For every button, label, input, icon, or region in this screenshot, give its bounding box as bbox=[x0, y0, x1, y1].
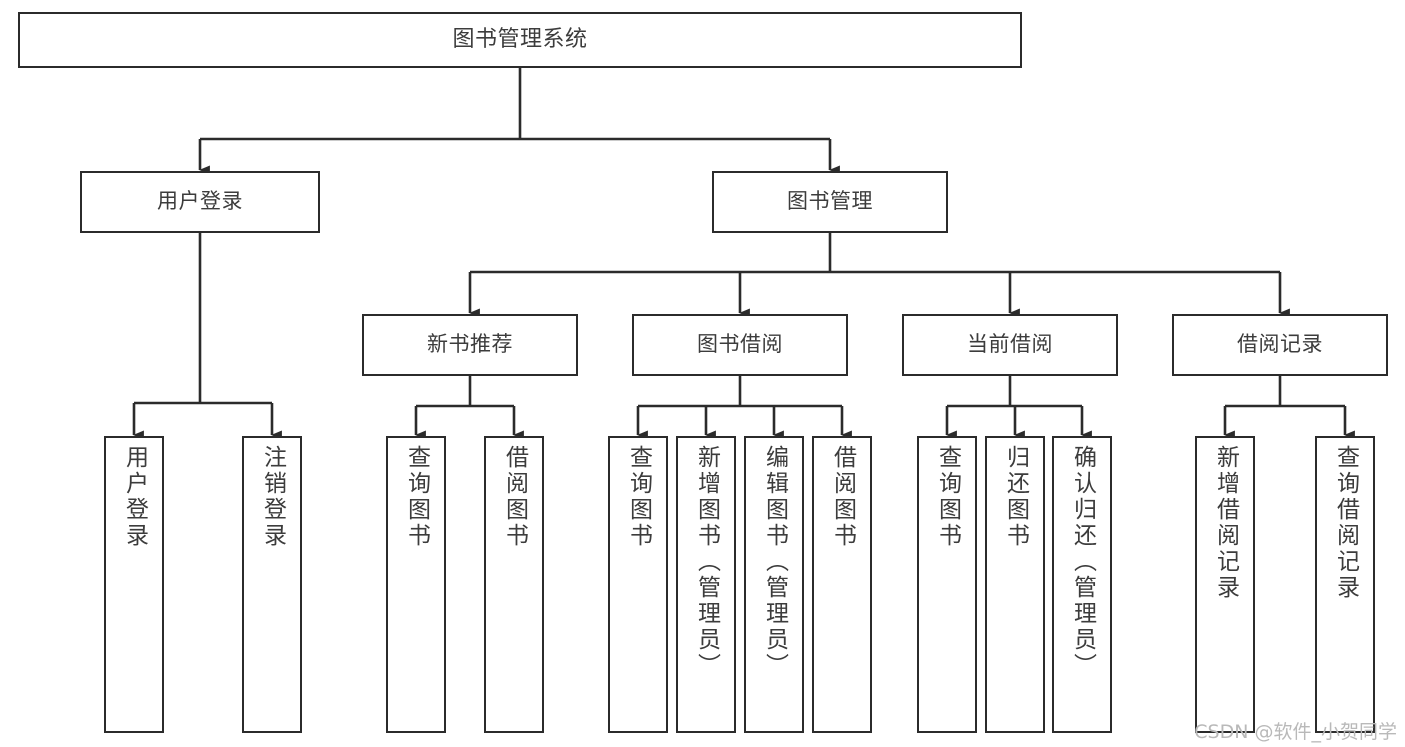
node-leaf-return-book[interactable]: 归还图书 bbox=[985, 436, 1045, 733]
node-book-manage[interactable]: 图书管理 bbox=[712, 171, 948, 233]
node-new-book-recommend[interactable]: 新书推荐 bbox=[362, 314, 578, 376]
node-label-leaf-query-book-3: 查询图书 bbox=[934, 445, 961, 549]
node-label-new-book-recommend: 新书推荐 bbox=[427, 332, 513, 357]
node-user-login[interactable]: 用户登录 bbox=[80, 171, 320, 233]
node-label-leaf-query-book-2: 查询图书 bbox=[625, 445, 652, 549]
node-label-leaf-logout: 注销登录 bbox=[259, 445, 286, 549]
node-leaf-query-book-3[interactable]: 查询图书 bbox=[917, 436, 977, 733]
node-leaf-query-record[interactable]: 查询借阅记录 bbox=[1315, 436, 1375, 733]
node-leaf-query-book-1[interactable]: 查询图书 bbox=[386, 436, 446, 733]
node-leaf-add-book[interactable]: 新增图书（管理员） bbox=[676, 436, 736, 733]
node-leaf-edit-book[interactable]: 编辑图书（管理员） bbox=[744, 436, 804, 733]
node-label-leaf-query-book-1: 查询图书 bbox=[403, 445, 430, 549]
node-root[interactable]: 图书管理系统 bbox=[18, 12, 1022, 68]
node-label-book-manage: 图书管理 bbox=[787, 189, 873, 214]
node-label-leaf-add-book: 新增图书（管理员） bbox=[693, 445, 720, 679]
node-current-borrow[interactable]: 当前借阅 bbox=[902, 314, 1118, 376]
node-leaf-user-login[interactable]: 用户登录 bbox=[104, 436, 164, 733]
node-label-leaf-confirm-return: 确认归还（管理员） bbox=[1069, 445, 1096, 679]
node-label-root: 图书管理系统 bbox=[452, 26, 588, 52]
node-label-leaf-edit-book: 编辑图书（管理员） bbox=[761, 445, 788, 679]
node-label-leaf-user-login: 用户登录 bbox=[121, 445, 148, 549]
node-label-current-borrow: 当前借阅 bbox=[967, 332, 1053, 357]
node-label-leaf-add-record: 新增借阅记录 bbox=[1212, 445, 1239, 601]
node-label-leaf-borrow-book-2: 借阅图书 bbox=[829, 445, 856, 549]
node-leaf-borrow-book-2[interactable]: 借阅图书 bbox=[812, 436, 872, 733]
node-leaf-logout[interactable]: 注销登录 bbox=[242, 436, 302, 733]
node-label-user-login: 用户登录 bbox=[157, 189, 243, 214]
node-leaf-query-book-2[interactable]: 查询图书 bbox=[608, 436, 668, 733]
node-label-borrow-record: 借阅记录 bbox=[1237, 332, 1323, 357]
node-leaf-add-record[interactable]: 新增借阅记录 bbox=[1195, 436, 1255, 733]
node-label-leaf-borrow-book-1: 借阅图书 bbox=[501, 445, 528, 549]
node-leaf-borrow-book-1[interactable]: 借阅图书 bbox=[484, 436, 544, 733]
node-borrow-record[interactable]: 借阅记录 bbox=[1172, 314, 1388, 376]
node-label-leaf-query-record: 查询借阅记录 bbox=[1332, 445, 1359, 601]
node-book-borrow[interactable]: 图书借阅 bbox=[632, 314, 848, 376]
node-label-book-borrow: 图书借阅 bbox=[697, 332, 783, 357]
node-leaf-confirm-return[interactable]: 确认归还（管理员） bbox=[1052, 436, 1112, 733]
node-label-leaf-return-book: 归还图书 bbox=[1002, 445, 1029, 549]
